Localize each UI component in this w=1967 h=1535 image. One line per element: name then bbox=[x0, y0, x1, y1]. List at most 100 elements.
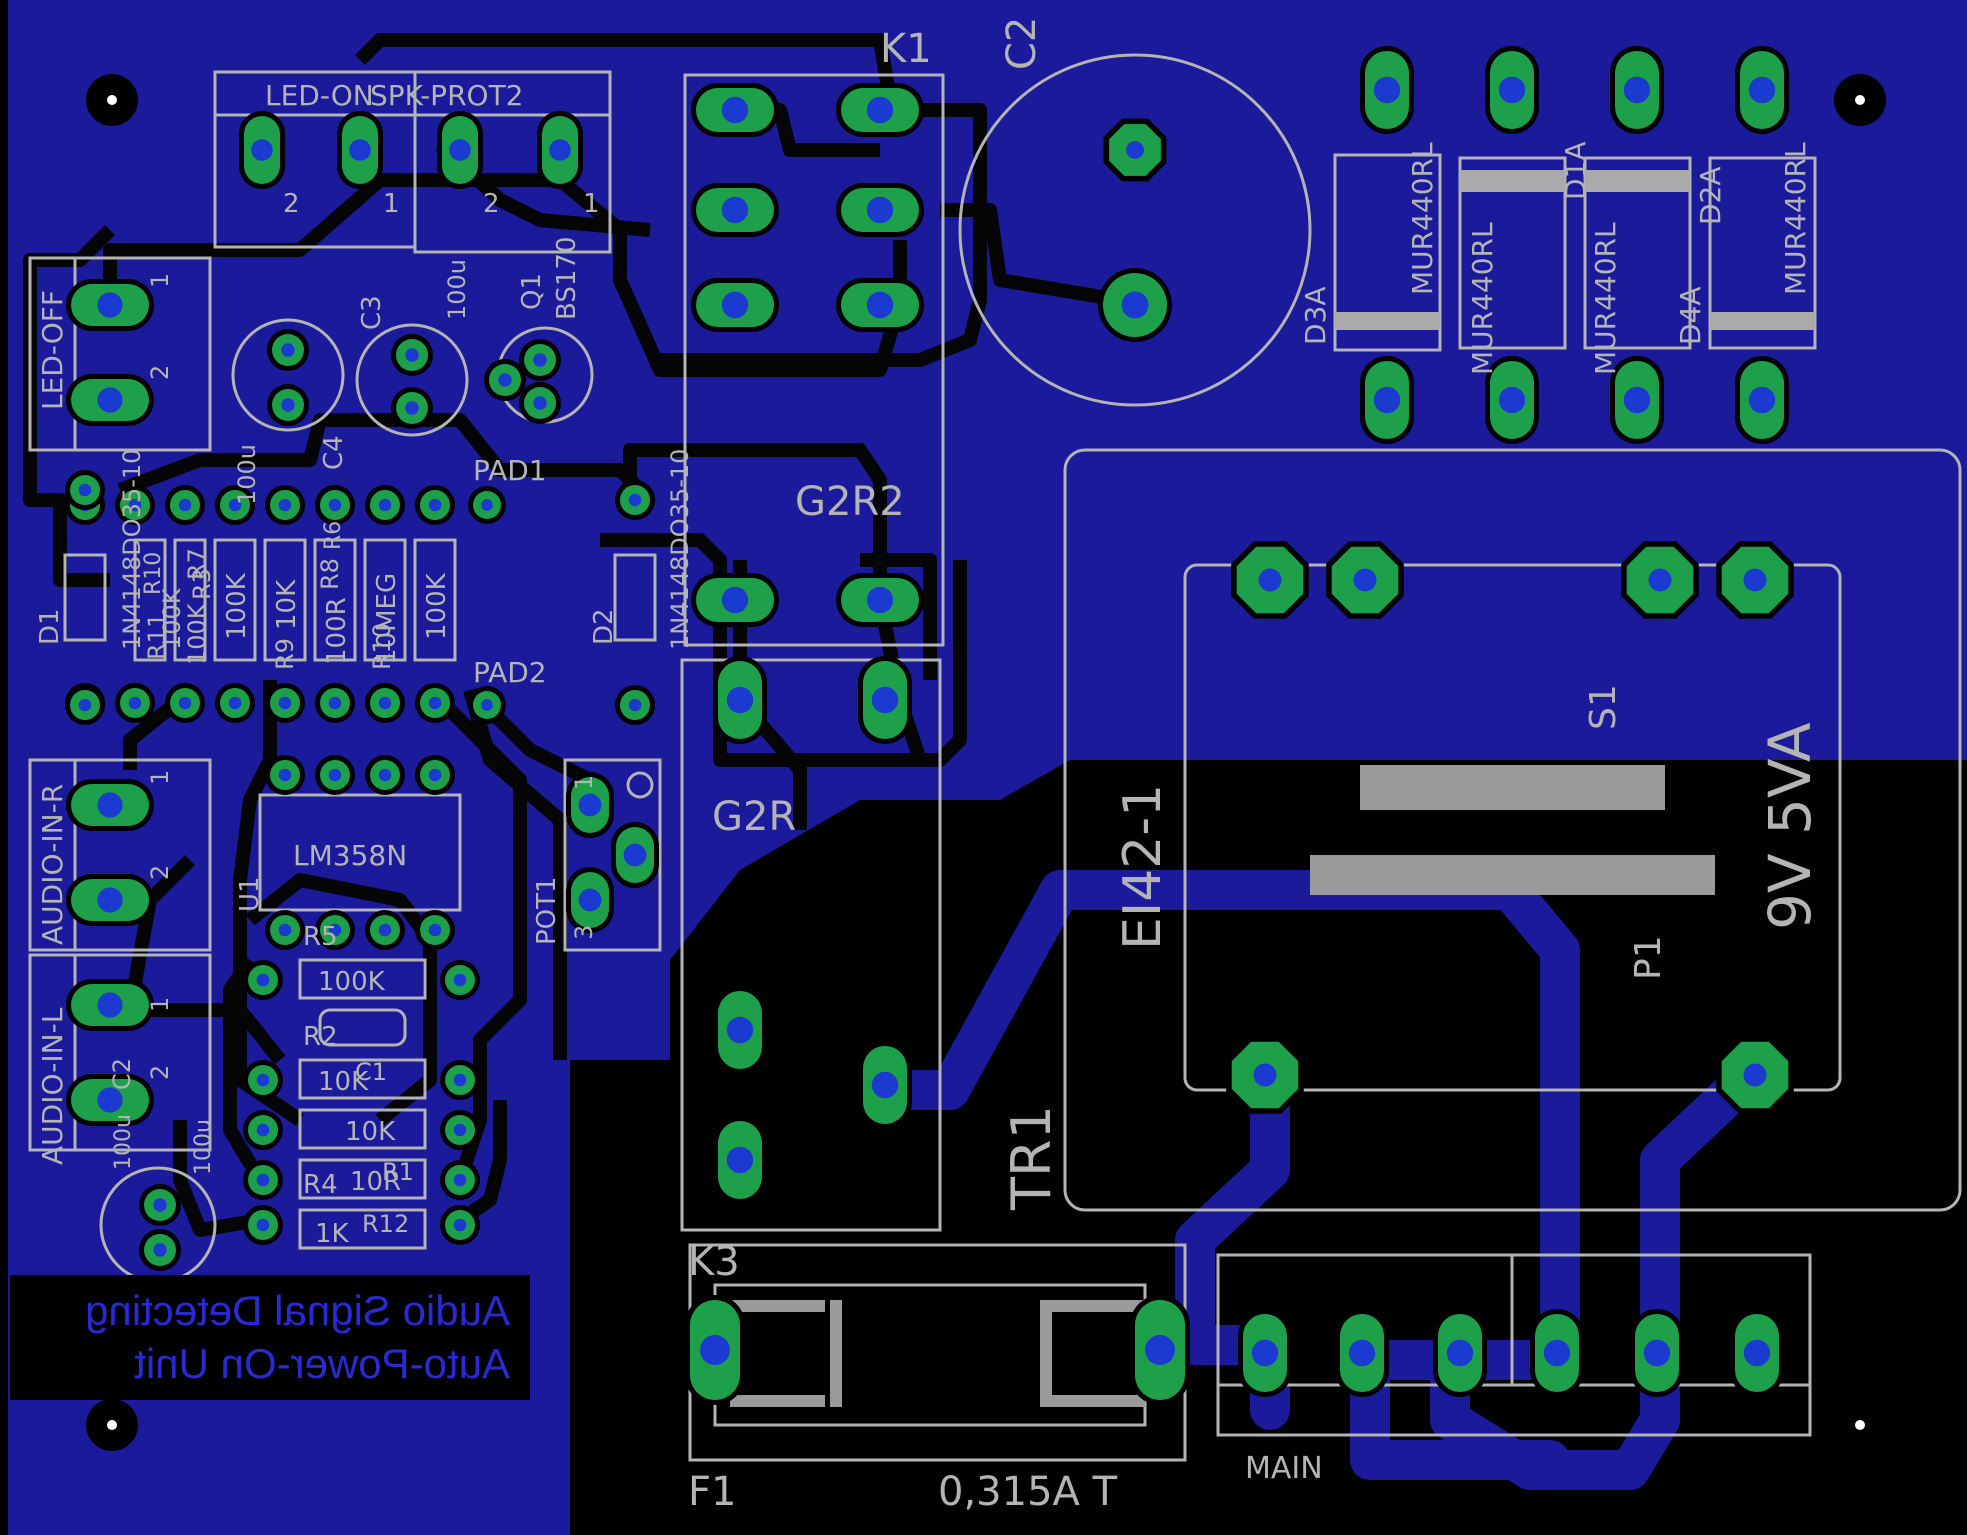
r10-label: R10 bbox=[368, 623, 396, 670]
small-pad bbox=[267, 329, 309, 371]
capacitor-pad bbox=[1098, 268, 1172, 342]
small-pad bbox=[391, 387, 433, 429]
tr1-rating: 9V 5VA bbox=[1756, 722, 1824, 930]
r11-label: R11 bbox=[143, 613, 171, 660]
relay-pad bbox=[691, 183, 779, 237]
c4-label: C4 bbox=[319, 435, 349, 470]
resistor-value-6: 100K bbox=[422, 572, 452, 640]
resistor-value-4: 100R bbox=[322, 597, 352, 665]
copper-text-line2: Auto-Power-On Unit bbox=[134, 1340, 510, 1387]
diode-pad bbox=[65, 470, 105, 510]
relay-pad bbox=[836, 83, 924, 137]
transformer-pad bbox=[1231, 541, 1309, 619]
led-on-label: LED-ON bbox=[265, 79, 374, 112]
mounting-holes bbox=[86, 74, 1886, 1451]
resistor-pad bbox=[315, 485, 355, 525]
fuse-body bbox=[730, 1300, 1145, 1407]
resistor-pad bbox=[165, 485, 205, 525]
led-off-pin2: 2 bbox=[146, 365, 174, 380]
d3a-label: D3A bbox=[1299, 286, 1332, 345]
r12-value: 1K bbox=[315, 1219, 350, 1249]
pot-pad bbox=[566, 867, 614, 933]
copper-text-line1: Audio Signal Detecting bbox=[85, 1287, 510, 1334]
copper-text-block: Audio Signal Detecting Auto-Power-On Uni… bbox=[10, 1275, 530, 1400]
led-on-pin1: 1 bbox=[383, 189, 400, 219]
resistor-pad bbox=[415, 683, 455, 723]
c2-small-label: C2 bbox=[108, 1058, 136, 1090]
r5-label: R5 bbox=[303, 922, 338, 952]
resistor-pad bbox=[115, 485, 155, 525]
resistor-pad bbox=[265, 683, 305, 723]
r10b-label: R10 bbox=[141, 552, 166, 595]
connector-pad bbox=[66, 979, 154, 1031]
c3-value: 100u bbox=[443, 259, 471, 320]
ic-pad bbox=[415, 910, 455, 950]
pads-layer bbox=[65, 46, 1794, 1405]
main-connector-pad bbox=[1335, 1309, 1389, 1397]
diode-pad bbox=[65, 685, 105, 725]
r4-value: 10R bbox=[350, 1167, 401, 1197]
resistor-pad bbox=[440, 960, 480, 1000]
relay-pad bbox=[836, 278, 924, 332]
ic-pad bbox=[265, 910, 305, 950]
main-connector-pad bbox=[1433, 1309, 1487, 1397]
pot1-pin3: 3 bbox=[570, 925, 598, 940]
f1-value: 0,315A T bbox=[938, 1469, 1118, 1515]
pot1-pin1: 1 bbox=[570, 775, 598, 790]
resistor-pad bbox=[115, 683, 155, 723]
q1-label: Q1 bbox=[517, 273, 547, 310]
p1-label: P1 bbox=[1628, 935, 1669, 980]
pad2-test-point bbox=[468, 686, 506, 724]
pot-pad bbox=[566, 772, 614, 838]
silk-text: K1 C2 LED-ON SPK-PROT2 LED-OFF C3 100u Q… bbox=[35, 17, 1824, 1515]
resistor-pad bbox=[440, 1160, 480, 1200]
d4a-label: D4A bbox=[1674, 286, 1707, 345]
transformer-pad bbox=[1326, 541, 1404, 619]
connector-pad bbox=[66, 374, 154, 426]
connector-pad bbox=[66, 779, 154, 831]
audio-in-l-label: AUDIO-IN-L bbox=[36, 1007, 69, 1165]
diode-pad bbox=[1485, 356, 1539, 444]
transformer-pad bbox=[1226, 1036, 1304, 1114]
small-pad bbox=[267, 384, 309, 426]
diode-pad bbox=[1485, 46, 1539, 134]
pad1-label: PAD1 bbox=[473, 454, 547, 487]
ic-pad bbox=[415, 755, 455, 795]
c1-label: C1 bbox=[355, 1058, 387, 1086]
r9-label: R9 bbox=[271, 638, 299, 670]
r6-label: R6 bbox=[321, 521, 346, 550]
relay-pad bbox=[691, 83, 779, 137]
diode-pad bbox=[615, 685, 655, 725]
c2-small-value: 100u bbox=[111, 1114, 136, 1170]
resistor-value-2: 10K bbox=[272, 579, 302, 630]
resistor-pad bbox=[440, 1110, 480, 1150]
resistor-value-1: 100K bbox=[222, 572, 252, 640]
led-off-pin1: 1 bbox=[146, 273, 174, 288]
c2-label: C2 bbox=[999, 17, 1045, 70]
mur-label-1: MUR440RL bbox=[1406, 142, 1439, 295]
r12-label: R12 bbox=[362, 1210, 409, 1238]
diode-pad bbox=[1360, 356, 1414, 444]
transformer-pad bbox=[1621, 541, 1699, 619]
ic-pad bbox=[365, 910, 405, 950]
connector-pad bbox=[66, 1074, 154, 1126]
relay-pad bbox=[713, 656, 767, 744]
transformer-core bbox=[1310, 765, 1715, 895]
connector-pad bbox=[66, 874, 154, 926]
resistor-pad bbox=[243, 1160, 283, 1200]
small-pad bbox=[519, 339, 561, 381]
diode-pad bbox=[1610, 356, 1664, 444]
small-pad bbox=[519, 382, 561, 424]
capacitor-pad bbox=[1103, 118, 1167, 182]
pad1-test-point bbox=[468, 486, 506, 524]
d1-value: 1N4148DO35-10 bbox=[118, 449, 146, 650]
resistor-pad bbox=[440, 1060, 480, 1100]
ic-pad bbox=[315, 755, 355, 795]
resistor-pad bbox=[365, 485, 405, 525]
capacitor-pad bbox=[139, 1184, 181, 1226]
fuse-pad bbox=[685, 1295, 745, 1405]
audio-l-pin1: 1 bbox=[146, 997, 174, 1012]
connector-pad bbox=[337, 111, 383, 189]
k1-label: K1 bbox=[880, 26, 932, 72]
